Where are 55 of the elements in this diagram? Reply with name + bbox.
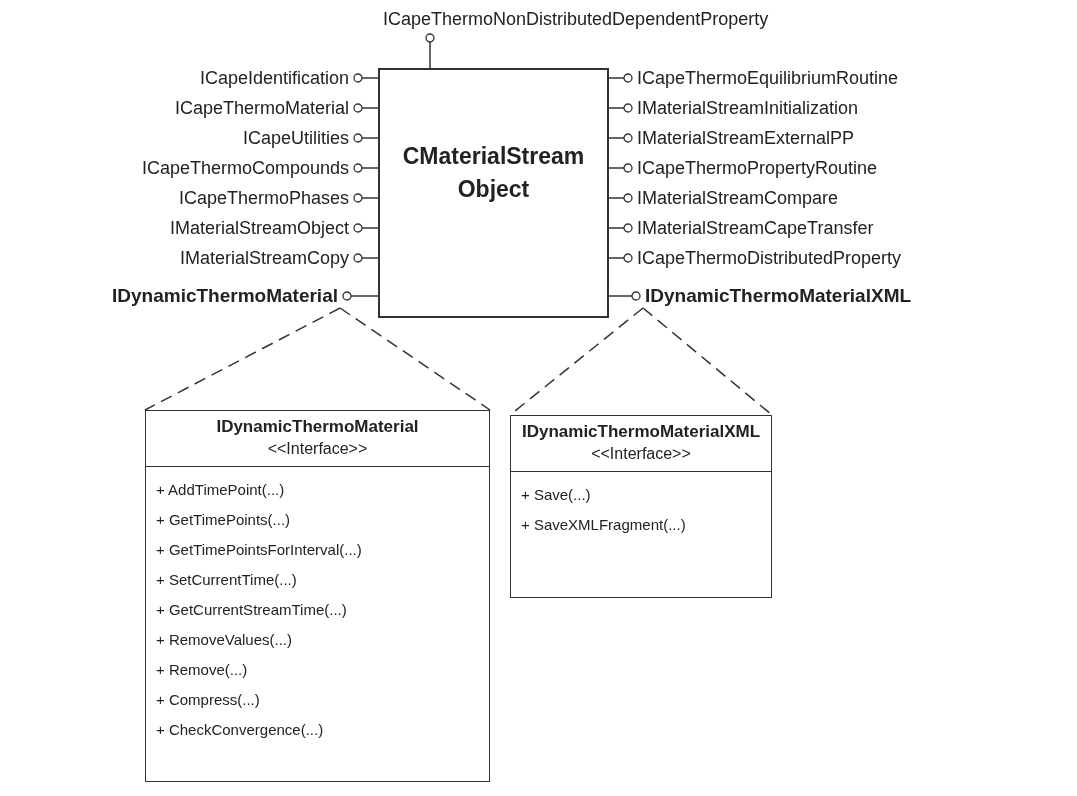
class-name: IDynamicThermoMaterial <box>216 417 419 437</box>
interface-lollipop <box>353 163 379 173</box>
method-text: + SaveXMLFragment(...) <box>521 516 686 534</box>
interface-lollipop <box>608 163 633 173</box>
dashed-line <box>144 307 341 411</box>
method-text: + GetTimePoints(...) <box>156 511 291 529</box>
interface-name: ICapeThermoCompounds <box>141 157 349 179</box>
interface-name: IMaterialStreamCopy <box>179 247 349 269</box>
component-name: CMaterialStream Object <box>401 141 586 204</box>
interface-name: IDynamicThermoMaterial <box>112 285 338 307</box>
interface-lollipop <box>353 73 379 83</box>
interface-name: IMaterialStreamCapeTransfer <box>637 217 874 239</box>
stereotype-label: <<Interface>> <box>591 445 691 463</box>
method-text: + RemoveValues(...) <box>156 631 293 649</box>
interface-name: ICapeThermoNonDistributedDependentProperty <box>383 8 769 30</box>
method-text: + CheckConvergence(...) <box>156 721 324 739</box>
method-text: + AddTimePoint(...) <box>156 481 285 499</box>
interface-name: ICapeThermoPhases <box>178 187 349 209</box>
interface-lollipop <box>608 133 633 143</box>
interface-lollipop <box>425 33 435 69</box>
interface-lollipop <box>353 193 379 203</box>
method-text: + SetCurrentTime(...) <box>156 571 297 589</box>
method-text: + Compress(...) <box>156 691 260 709</box>
component-box <box>378 68 609 318</box>
interface-name: IMaterialStreamExternalPP <box>637 127 855 149</box>
interface-lollipop <box>608 103 633 113</box>
dashed-line <box>339 307 491 411</box>
interface-name: ICapeThermoEquilibriumRoutine <box>637 67 899 89</box>
interface-class-box <box>145 410 490 782</box>
interface-name: ICapeIdentification <box>199 67 349 89</box>
interface-name: ICapeThermoPropertyRoutine <box>637 157 878 179</box>
interface-lollipop <box>608 223 633 233</box>
interface-name: ICapeThermoMaterial <box>174 97 349 119</box>
class-name: IDynamicThermoMaterialXML <box>521 422 761 442</box>
interface-lollipop <box>353 133 379 143</box>
interface-name: IDynamicThermoMaterialXML <box>645 285 912 307</box>
interface-lollipop <box>342 291 379 301</box>
interface-lollipop <box>608 193 633 203</box>
interface-class-box <box>510 415 772 598</box>
stereotype-label: <<Interface>> <box>267 440 368 458</box>
interface-lollipop <box>353 223 379 233</box>
interface-lollipop <box>608 291 641 301</box>
interface-name: IMaterialStreamInitialization <box>637 97 859 119</box>
method-text: + Remove(...) <box>156 661 248 679</box>
interface-lollipop <box>608 73 633 83</box>
interface-lollipop <box>353 103 379 113</box>
interface-name: ICapeThermoDistributedProperty <box>637 247 902 269</box>
interface-name: IMaterialStreamCompare <box>637 187 839 209</box>
method-text: + GetTimePointsForInterval(...) <box>156 541 362 559</box>
method-text: + GetCurrentStreamTime(...) <box>156 601 347 619</box>
interface-lollipop <box>608 253 633 263</box>
interface-name: IMaterialStreamObject <box>169 217 349 239</box>
method-text: + Save(...) <box>521 486 591 504</box>
interface-lollipop <box>353 253 379 263</box>
interface-name: ICapeUtilities <box>242 127 349 149</box>
